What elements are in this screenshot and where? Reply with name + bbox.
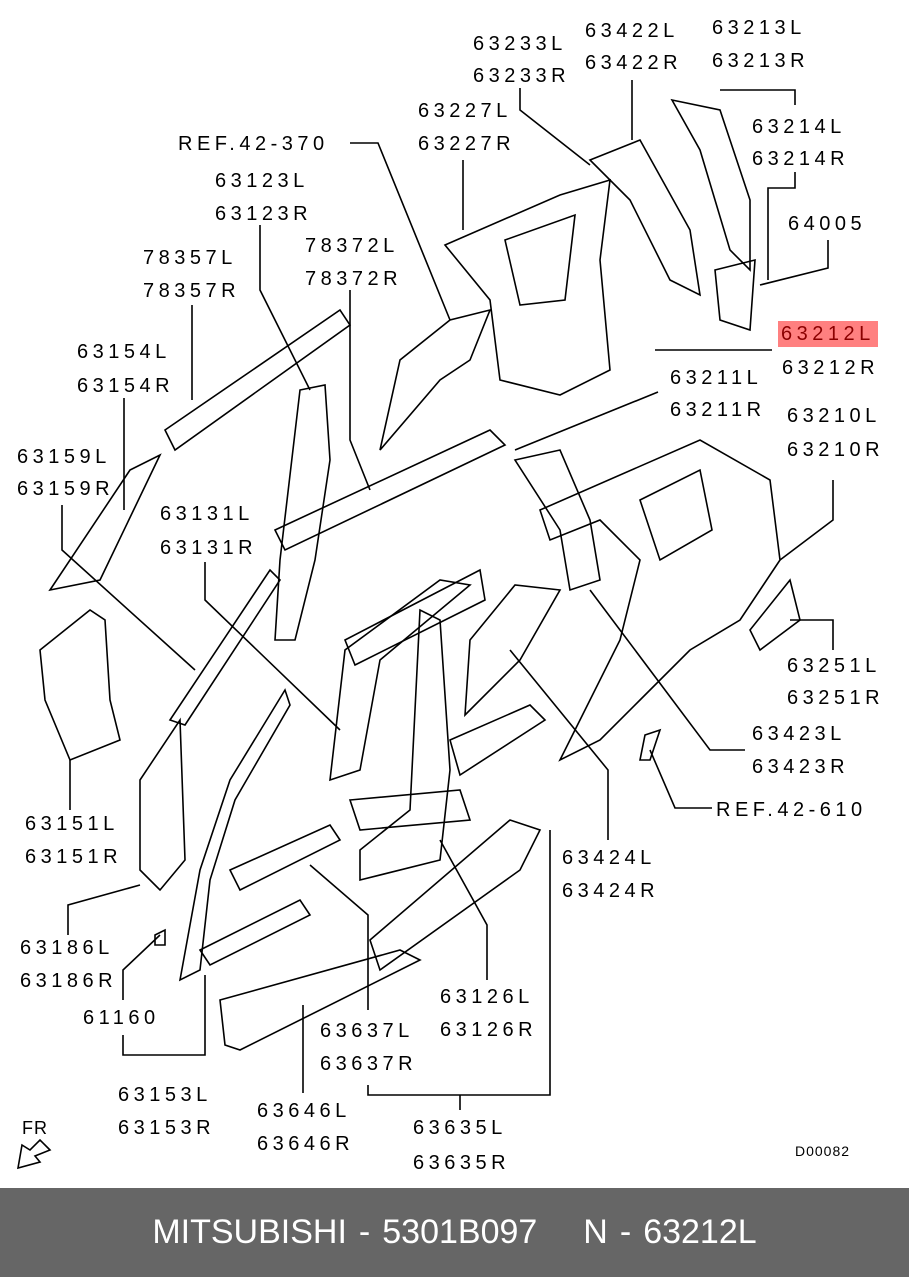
callout-63186L[interactable]: 63186L: [20, 937, 114, 959]
callout-63251L[interactable]: 63251L: [787, 655, 881, 677]
footer-bar: MITSUBISHI - 5301B097 N - 63212L: [0, 1188, 909, 1277]
callout-63126L[interactable]: 63126L: [440, 986, 534, 1008]
callout-64005[interactable]: 64005: [788, 213, 867, 235]
callout-63423L[interactable]: 63423L: [752, 723, 846, 745]
part-outlines: [39, 98, 801, 1051]
callout-63123R[interactable]: 63123R: [215, 203, 313, 225]
footer-part-number: 5301B097: [382, 1213, 538, 1251]
callout-63123L[interactable]: 63123L: [215, 170, 309, 192]
callout-63233R[interactable]: 63233R: [473, 65, 571, 87]
callout-63424L[interactable]: 63424L: [562, 847, 656, 869]
callout-63131R[interactable]: 63131R: [160, 537, 258, 559]
leader-lines: [61, 80, 834, 1110]
callout-63159R[interactable]: 63159R: [17, 478, 115, 500]
callout-63422R[interactable]: 63422R: [585, 52, 683, 74]
callout-63212L-highlighted[interactable]: 63212L: [778, 321, 878, 347]
callout-63233L[interactable]: 63233L: [473, 33, 567, 55]
callout-63151L[interactable]: 63151L: [25, 813, 119, 835]
callout-63646L[interactable]: 63646L: [257, 1100, 351, 1122]
callout-78357R[interactable]: 78357R: [143, 280, 241, 302]
footer-separator: -: [619, 1213, 632, 1251]
ref-42-610[interactable]: REF.42-610: [716, 799, 867, 821]
callout-78357L[interactable]: 78357L: [143, 247, 237, 269]
callout-63126R[interactable]: 63126R: [440, 1019, 538, 1041]
callout-78372L[interactable]: 78372L: [305, 235, 399, 257]
callout-61160[interactable]: 61160: [83, 1007, 160, 1029]
callout-63211L[interactable]: 63211L: [670, 367, 763, 389]
callout-63159L[interactable]: 63159L: [17, 446, 111, 468]
callout-63212R[interactable]: 63212R: [782, 357, 880, 379]
callout-63186R[interactable]: 63186R: [20, 970, 118, 992]
callout-63151R[interactable]: 63151R: [25, 846, 123, 868]
footer-ref: 63212L: [643, 1213, 757, 1251]
callout-63423R[interactable]: 63423R: [752, 756, 850, 778]
callout-63422L[interactable]: 63422L: [585, 20, 679, 42]
callout-63210R[interactable]: 63210R: [787, 439, 885, 461]
callout-63131L[interactable]: 63131L: [160, 503, 254, 525]
callout-63646R[interactable]: 63646R: [257, 1133, 355, 1155]
footer-n-label: N: [583, 1213, 608, 1251]
callout-63210L[interactable]: 63210L: [787, 405, 881, 427]
callout-63635L[interactable]: 63635L: [413, 1117, 507, 1139]
body-side-panel-drawing: [16, 80, 834, 1170]
ref-42-370[interactable]: REF.42-370: [178, 133, 329, 155]
callout-63227L[interactable]: 63227L: [418, 100, 512, 122]
callout-63154L[interactable]: 63154L: [77, 341, 171, 363]
diagram-code: D00082: [795, 1143, 851, 1159]
front-arrow-icon: [16, 1138, 52, 1170]
callout-63213L[interactable]: 63213L: [712, 17, 806, 39]
callout-63637L[interactable]: 63637L: [320, 1020, 414, 1042]
callout-63227R[interactable]: 63227R: [418, 133, 516, 155]
callout-63153L[interactable]: 63153L: [118, 1084, 212, 1106]
callout-63154R[interactable]: 63154R: [77, 375, 175, 397]
callout-63214L[interactable]: 63214L: [752, 116, 846, 138]
front-direction-label: FR: [22, 1118, 48, 1138]
footer-brand: MITSUBISHI: [152, 1213, 347, 1251]
callout-78372R[interactable]: 78372R: [305, 268, 403, 290]
callout-63211R[interactable]: 63211R: [670, 399, 766, 421]
callout-63153R[interactable]: 63153R: [118, 1117, 216, 1139]
footer-separator: -: [358, 1213, 371, 1251]
callout-63251R[interactable]: 63251R: [787, 687, 885, 709]
callout-63424R[interactable]: 63424R: [562, 880, 660, 902]
callout-63637R[interactable]: 63637R: [320, 1053, 418, 1075]
callout-63214R[interactable]: 63214R: [752, 148, 850, 170]
callout-63213R[interactable]: 63213R: [712, 50, 810, 72]
callout-63635R[interactable]: 63635R: [413, 1152, 511, 1174]
